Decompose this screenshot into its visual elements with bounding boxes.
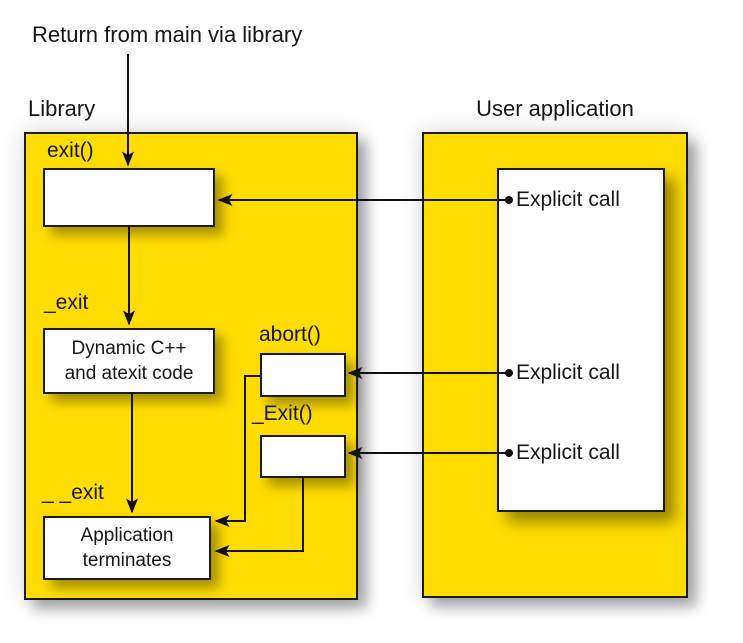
application-terminates-box: Application terminates	[43, 516, 211, 580]
cap-exit-box	[260, 435, 346, 478]
user-application-title: User application	[476, 96, 634, 121]
exit-box	[43, 168, 215, 227]
explicit-call-item-2: Explicit call	[516, 361, 620, 384]
explicit-call-item-1: Explicit call	[516, 188, 620, 211]
library-title: Library	[28, 96, 96, 121]
abort-box	[260, 353, 346, 397]
underscore-exit-label: _exit	[44, 291, 89, 314]
application-terminates-line1: Application	[80, 525, 174, 546]
explicit-call-item-3: Explicit call	[516, 441, 620, 464]
dynamic-atexit-line1: Dynamic C++	[71, 338, 187, 359]
return-from-main-label: Return from main via library	[32, 22, 303, 47]
application-terminates-line2: terminates	[82, 550, 172, 571]
cap-exit-label: _Exit()	[252, 402, 313, 425]
dynamic-atexit-box: Dynamic C++ and atexit code	[43, 328, 215, 394]
dynamic-atexit-line2: and atexit code	[64, 363, 194, 384]
double-underscore-exit-label: _ _exit	[42, 481, 104, 504]
user-code-box	[497, 168, 665, 512]
exit-label: exit()	[47, 139, 94, 162]
abort-label: abort()	[259, 323, 321, 346]
